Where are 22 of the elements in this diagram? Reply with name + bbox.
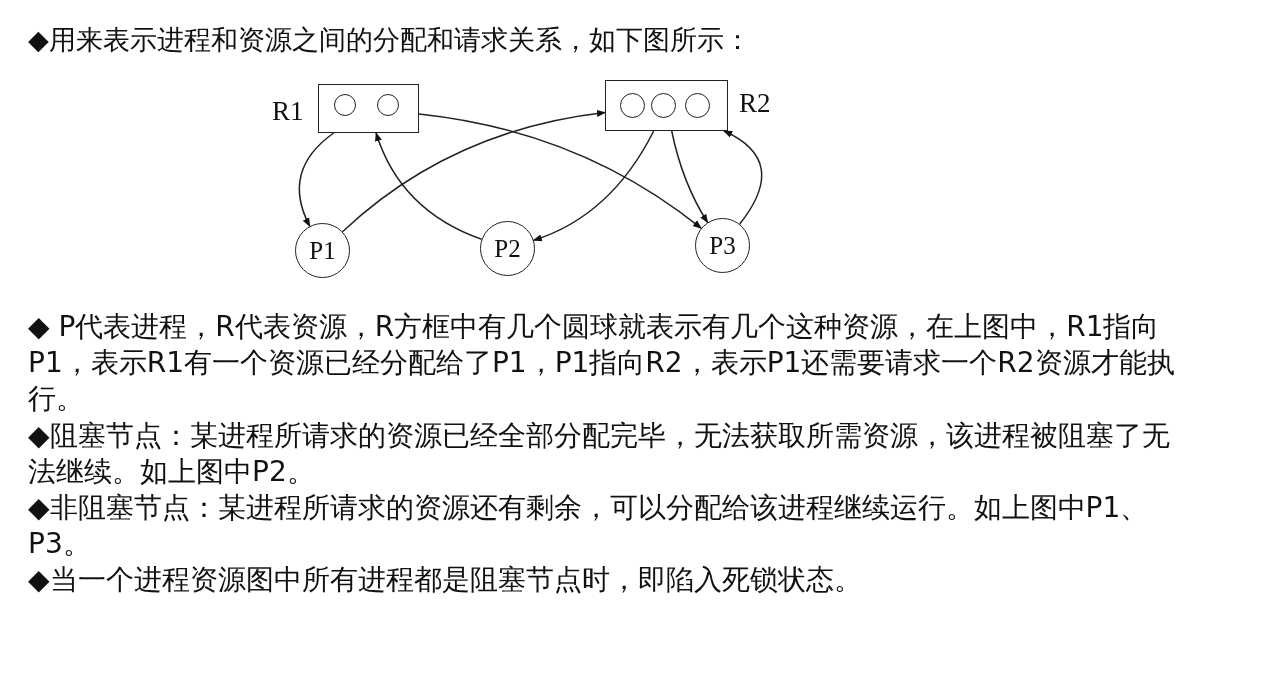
arrow [298, 132, 335, 227]
resource-dot [334, 94, 356, 116]
process-circle: P2 [480, 221, 535, 276]
arrow [532, 130, 655, 242]
process-circle: P1 [295, 223, 350, 278]
resource-label: R1 [272, 96, 304, 126]
arrow [670, 130, 709, 224]
resource-dot [620, 93, 645, 118]
paragraph: ◆阻塞节点：某进程所请求的资源已经全部分配完毕，无法获取所需资源，该进程被阻塞了无法继续。如上图中P2。 [28, 418, 1171, 490]
paragraph: ◆当一个进程资源图中所有进程都是阻塞节点时，即陷入死锁状态。 [28, 562, 863, 598]
resource-label: R2 [739, 88, 771, 118]
arrow [418, 113, 702, 229]
process-circle: P3 [695, 218, 750, 273]
paragraph: ◆非阻塞节点：某进程所请求的资源还有剩余，可以分配给该进程继续运行。如上图中P1、P3。 [28, 490, 1150, 562]
resource-dot [651, 93, 676, 118]
paragraph: ◆ P代表进程，R代表资源，R方框中有几个圆球就表示有几个这种资源，在上图中，R1指向P1，表示R1有一个资源已经分配给了P1，P1指向R2，表示P1还需要请求一个R2资源才能执行。 [28, 309, 1176, 417]
resource-dot [377, 94, 399, 116]
arrow [341, 110, 606, 233]
arrow [375, 132, 483, 241]
resource-dot [685, 93, 710, 118]
arrow [723, 130, 763, 225]
intro-text: ◆用来表示进程和资源之间的分配和请求关系，如下图所示： [28, 23, 752, 57]
